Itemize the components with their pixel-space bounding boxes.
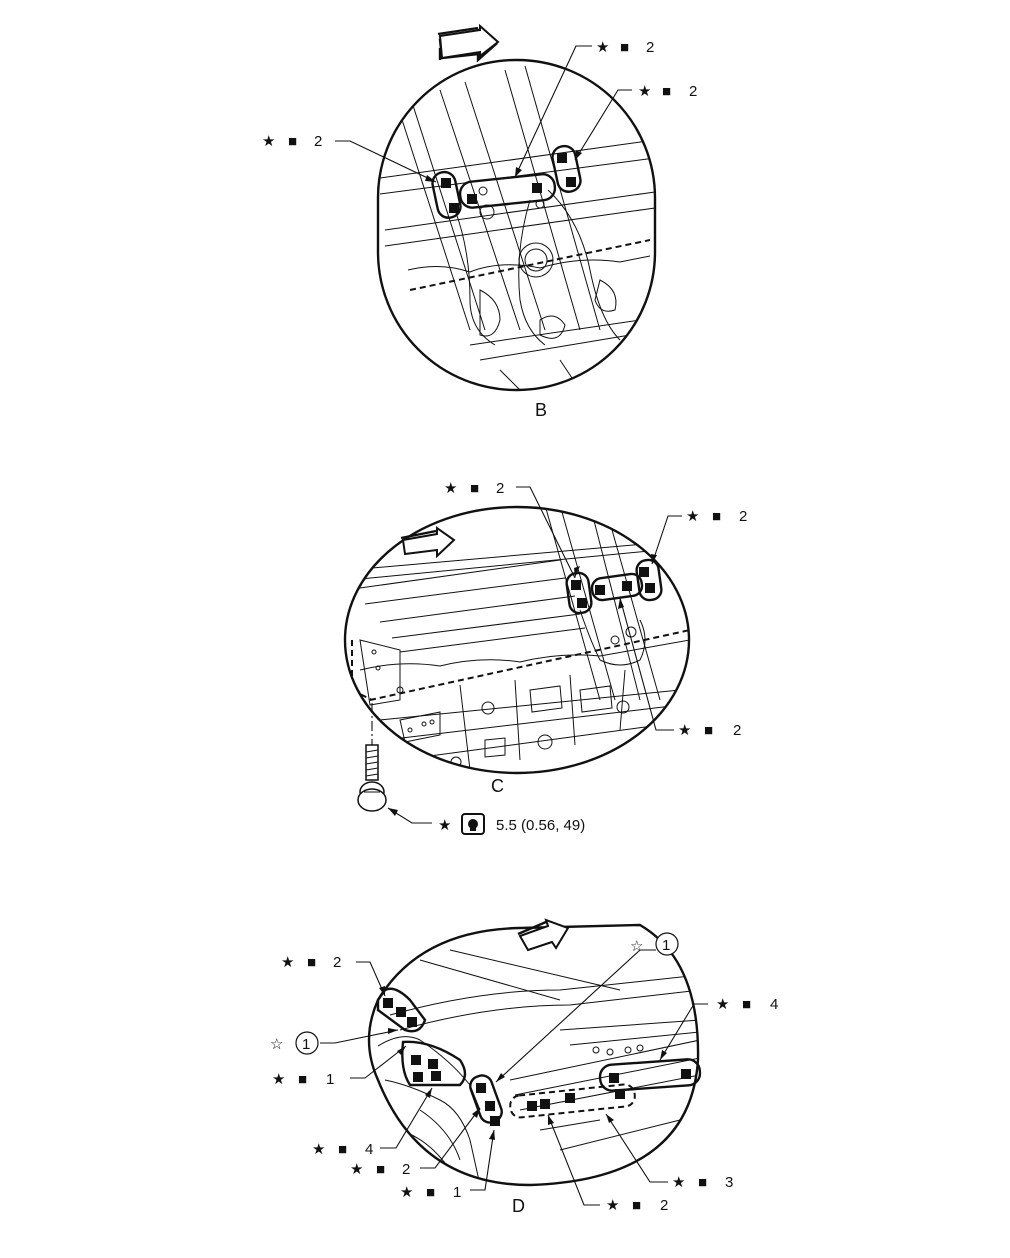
- view-c-callout-left: ★ ■ 2: [444, 480, 504, 497]
- view-d-callout-left-4: ★ ■ 4: [312, 1141, 373, 1158]
- view-c-callout-right: ★ ■ 2: [686, 508, 747, 525]
- circled-number-icon: [295, 1031, 319, 1055]
- view-label-d: D: [512, 1196, 525, 1216]
- callout-value: 1: [453, 1184, 461, 1201]
- square-icon: ■: [698, 1174, 707, 1191]
- star-icon: ★: [606, 1197, 619, 1214]
- callout-value: 2: [314, 133, 322, 150]
- circled-number-icon: [655, 932, 679, 956]
- star-icon: ★: [716, 996, 729, 1013]
- outline-star-icon: ☆: [630, 938, 643, 955]
- star-icon: ★: [400, 1184, 413, 1201]
- square-icon: ■: [704, 722, 713, 739]
- square-icon: ■: [288, 133, 297, 150]
- star-icon: ★: [678, 722, 691, 739]
- view-b-underbody: [379, 65, 655, 390]
- square-icon: ■: [376, 1161, 385, 1178]
- star-icon: ★: [281, 954, 294, 971]
- view-c-underbody: [349, 507, 689, 771]
- star-icon: ★: [350, 1161, 363, 1178]
- callout-value: 2: [646, 39, 654, 56]
- torque-spec: 5.5 (0.56, 49): [496, 817, 585, 834]
- star-icon: ★: [638, 83, 651, 100]
- view-d-callout-bottom-1: ★ ■ 1: [400, 1184, 461, 1201]
- view-d: ★ ■ 2 ☆ 1 ★ ■ 1 ★ ■ 4 ★ ■ 2 ★ ■ 1: [270, 918, 778, 1216]
- view-label-c: C: [491, 776, 504, 796]
- circled-value: 1: [302, 1036, 310, 1053]
- view-label-b: B: [535, 400, 547, 420]
- view-b-callout-right: ★ ■ 2: [638, 83, 697, 100]
- view-d-underbody: [378, 949, 699, 1185]
- square-icon: ■: [632, 1197, 641, 1214]
- callout-value: 2: [689, 83, 697, 100]
- square-icon: ■: [620, 39, 629, 56]
- square-icon: ■: [470, 480, 479, 497]
- circled-value: 1: [662, 937, 670, 954]
- square-icon: ■: [426, 1184, 435, 1201]
- callout-value: 2: [660, 1197, 668, 1214]
- star-icon: ★: [596, 39, 609, 56]
- view-d-callout-right-4: ★ ■ 4: [716, 996, 778, 1013]
- star-icon: ★: [272, 1071, 285, 1088]
- square-icon: ■: [338, 1141, 347, 1158]
- star-icon: ★: [672, 1174, 685, 1191]
- torque-wrench-icon: [461, 813, 485, 835]
- square-icon: ■: [307, 954, 316, 971]
- view-d-callout-bottom-2: ★ ■ 2: [350, 1161, 410, 1178]
- view-c: ★ ■ 2 ★ ■ 2 ★ ■ 2 ★ 5.5 (0.56, 49) C: [343, 480, 747, 835]
- view-d-callout-right-3: ★ ■ 3: [672, 1174, 733, 1191]
- view-b-callout-top: ★ ■ 2: [596, 39, 654, 56]
- view-c-torque-callout: ★ 5.5 (0.56, 49): [438, 813, 585, 835]
- view-b: ★ ■ 2 ★ ■ 2 ★ ■ 2 B: [262, 23, 697, 420]
- callout-value: 3: [725, 1174, 733, 1191]
- view-b-callout-left: ★ ■ 2: [262, 133, 322, 150]
- view-c-callout-lower: ★ ■ 2: [678, 722, 741, 739]
- view-d-callout-circled-left: ☆ 1: [270, 1031, 319, 1055]
- outline-star-icon: ☆: [270, 1036, 283, 1053]
- callout-value: 2: [333, 954, 341, 971]
- callout-value: 2: [496, 480, 504, 497]
- square-icon: ■: [662, 83, 671, 100]
- bolt-icon: [357, 703, 387, 812]
- star-icon: ★: [262, 133, 275, 150]
- star-icon: ★: [312, 1141, 325, 1158]
- callout-value: 4: [365, 1141, 373, 1158]
- callout-value: 2: [402, 1161, 410, 1178]
- view-d-callout-bottom-right-2: ★ ■ 2: [606, 1197, 668, 1214]
- view-d-callout-top-left: ★ ■ 2: [281, 954, 341, 971]
- callout-value: 4: [770, 996, 778, 1013]
- square-icon: ■: [298, 1071, 307, 1088]
- star-icon: ★: [438, 817, 451, 834]
- callout-value: 1: [326, 1071, 334, 1088]
- star-icon: ★: [686, 508, 699, 525]
- square-icon: ■: [712, 508, 721, 525]
- view-d-callout-circled-top: ☆ 1: [630, 932, 679, 956]
- callout-value: 2: [739, 508, 747, 525]
- view-d-callout-left-1: ★ ■ 1: [272, 1071, 334, 1088]
- square-icon: ■: [742, 996, 751, 1013]
- star-icon: ★: [444, 480, 457, 497]
- callout-value: 2: [733, 722, 741, 739]
